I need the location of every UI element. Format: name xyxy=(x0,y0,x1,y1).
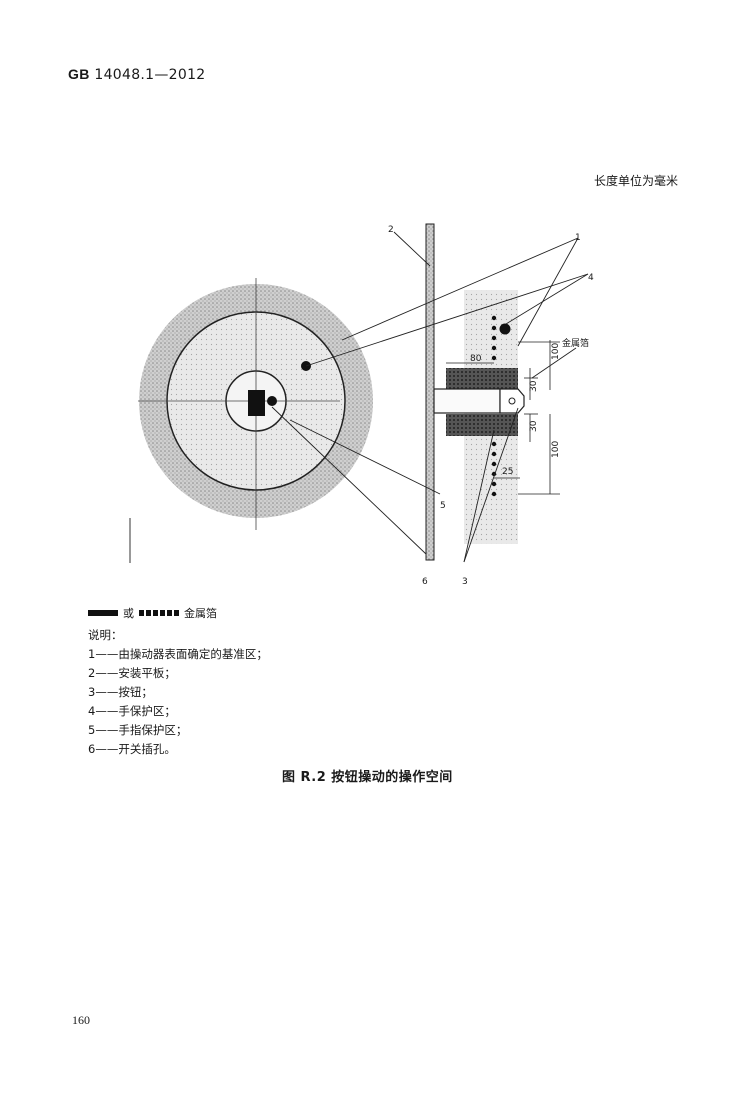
technical-figure: 2 1 4 5 6 3 金属箔 80 100 30 30 100 25 xyxy=(120,218,594,598)
leader-lines xyxy=(271,231,589,563)
figure-caption: 图 R.2 按钮操动的操作空间 xyxy=(282,770,453,785)
callout-2: 2 xyxy=(388,225,394,235)
note-item: 3——按钮； xyxy=(88,685,153,699)
note-item: 5——手指保护区； xyxy=(88,723,188,737)
legend-label: 金属箔 xyxy=(184,607,217,620)
note-item: 1——由操动器表面确定的基准区； xyxy=(88,647,268,661)
callout-3: 3 xyxy=(462,577,468,587)
foil-label: 金属箔 xyxy=(562,337,589,349)
notes-block: 说明： 1——由操动器表面确定的基准区； 2——安装平板； 3——按钮； 4——… xyxy=(88,626,268,759)
switch-socket-channel xyxy=(433,388,501,414)
standard-number: 14048.1—2012 xyxy=(94,67,206,83)
page-number: 160 xyxy=(72,1013,90,1027)
lower-foil-block xyxy=(446,414,518,436)
button-tip xyxy=(499,388,525,414)
standard-header: GB 14048.1—2012 xyxy=(68,66,206,83)
button-dot xyxy=(267,396,277,406)
side-view xyxy=(433,290,525,544)
figure-drawing: 2 1 4 5 6 3 金属箔 80 100 30 30 100 25 xyxy=(129,223,594,587)
callout-4: 4 xyxy=(588,273,594,283)
dim-25: 25 xyxy=(502,467,513,477)
legend: 或 金属箔 xyxy=(88,605,217,621)
callout-5: 5 xyxy=(440,501,446,511)
dim-100-upper: 100 xyxy=(551,343,561,360)
standard-prefix: GB xyxy=(68,66,90,82)
dim-80: 80 xyxy=(470,354,482,364)
callout-6: 6 xyxy=(422,577,428,587)
hand-zone-dot xyxy=(499,323,511,335)
legend-dotted-bar xyxy=(139,610,179,616)
dimension-lines xyxy=(446,340,560,495)
note-item: 2——安装平板； xyxy=(88,666,176,680)
note-item: 4——手保护区； xyxy=(88,704,176,718)
legend-or: 或 xyxy=(123,607,134,620)
unit-note: 长度单位为毫米 xyxy=(594,174,679,188)
dim-100-lower: 100 xyxy=(551,441,561,458)
button-tip-mark xyxy=(508,397,516,405)
callout-1: 1 xyxy=(575,233,581,243)
mounting-plate xyxy=(425,223,435,561)
legend-solid-bar xyxy=(88,610,118,616)
front-view xyxy=(129,278,373,563)
notes-title: 说明： xyxy=(88,628,123,642)
note-item: 6——开关插孔。 xyxy=(88,742,176,756)
button-square xyxy=(248,390,265,416)
dim-30-upper: 30 xyxy=(529,380,539,392)
foil-dots-column xyxy=(491,315,497,497)
dim-30-lower: 30 xyxy=(529,420,539,432)
upper-foil-block xyxy=(446,368,518,390)
